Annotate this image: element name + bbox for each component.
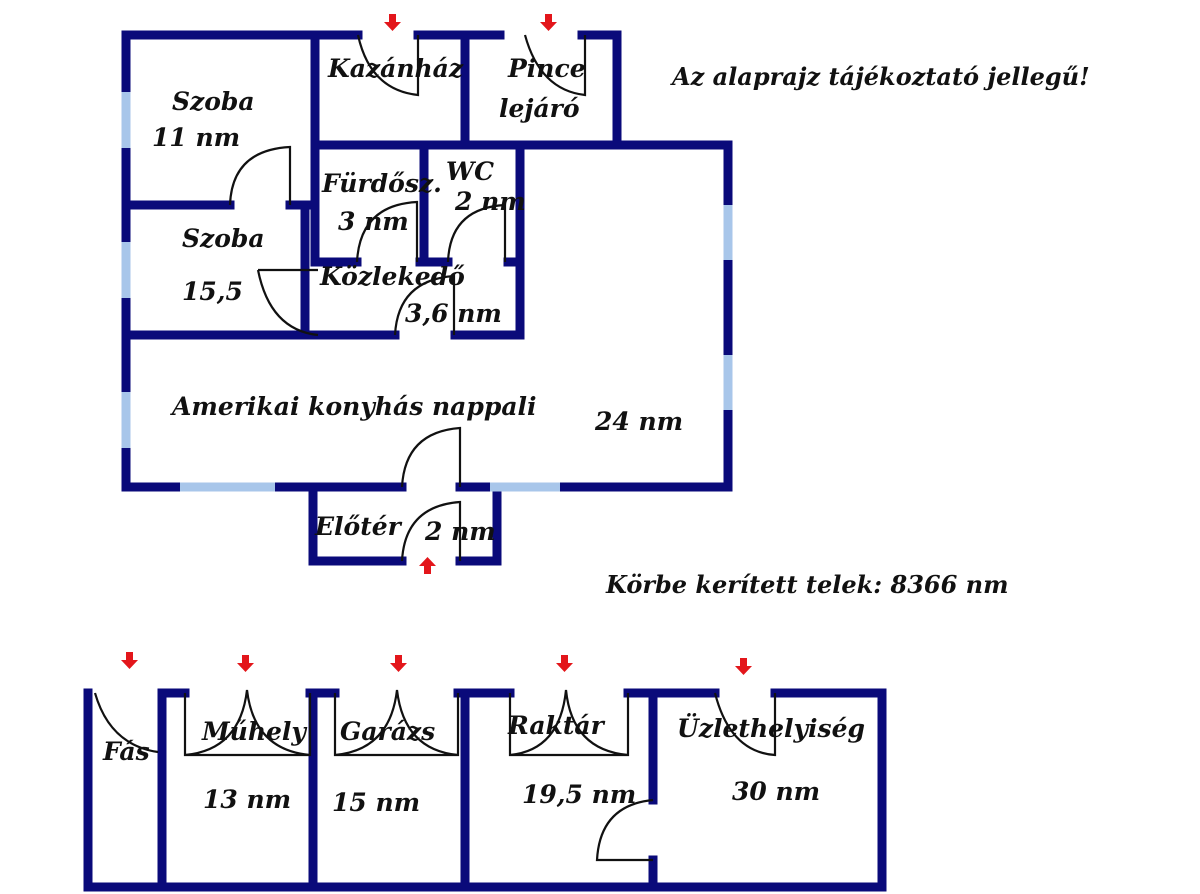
room-name: lejáró [499, 94, 580, 123]
entrance-arrow-icon [556, 655, 573, 672]
room-name: Amerikai konyhás nappali [170, 392, 537, 421]
outbuilding-labels: Fás Műhely 13 nm Garázs 15 nm Raktár 19,… [102, 711, 865, 817]
entrance-arrow-icon [237, 655, 254, 672]
room-area: 15,5 [182, 277, 243, 306]
room-area: 11 nm [152, 123, 240, 152]
outbuilding-doors [93, 689, 777, 862]
room-name: Előtér [314, 512, 403, 541]
outbuilding-walls [83, 688, 887, 892]
entrance-arrow-icon [419, 557, 436, 574]
disclaimer-note: Az alaprajz tájékoztató jellegű! [672, 62, 1090, 91]
room-name: Közlekedő [319, 262, 465, 291]
room-name: Szoba [182, 224, 265, 253]
house-windows [121, 92, 733, 492]
room-area: 13 nm [203, 785, 291, 814]
room-name: Kazánház [327, 54, 464, 83]
room-name: Pince [507, 54, 586, 83]
room-name: Üzlethelyiség [677, 714, 865, 743]
room-area: 3 nm [338, 207, 409, 236]
room-name: Műhely [201, 717, 307, 746]
entrance-arrow-icon [540, 14, 557, 31]
house-labels: Szoba 11 nm Kazánház Pince lejáró Fürdős… [152, 54, 683, 546]
house-entrance-arrows [384, 14, 557, 574]
room-name: Garázs [340, 717, 435, 746]
room-name: Fás [102, 737, 150, 766]
room-area: 2 nm [424, 517, 496, 546]
outbuilding-entrance-arrows [121, 652, 752, 675]
room-name: Raktár [507, 711, 606, 740]
plot-size-note: Körbe kerített telek: 8366 nm [606, 570, 1009, 599]
entrance-arrow-icon [384, 14, 401, 31]
entrance-arrow-icon [390, 655, 407, 672]
room-area: 15 nm [332, 788, 420, 817]
entrance-arrow-icon [121, 652, 138, 669]
entrance-arrow-icon [735, 658, 752, 675]
room-area: 24 nm [594, 407, 683, 436]
room-name: Szoba [172, 87, 255, 116]
room-area: 2 nm [454, 187, 526, 216]
house-doors [228, 34, 587, 562]
room-area: 3,6 nm [405, 299, 502, 328]
room-name: WC [446, 157, 494, 186]
room-name: Fürdősz. [321, 169, 442, 198]
room-area: 30 nm [732, 777, 820, 806]
room-area: 19,5 nm [522, 780, 636, 809]
